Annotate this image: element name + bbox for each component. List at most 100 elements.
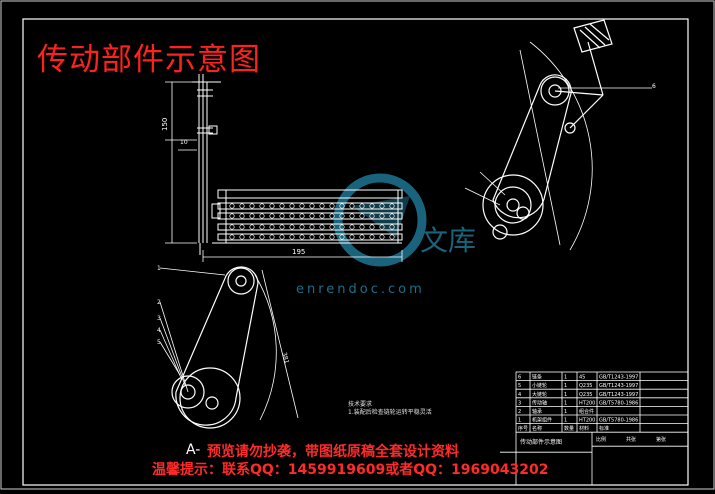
- rack-hole: [319, 203, 325, 209]
- rack-hole: [229, 203, 235, 209]
- lower-label-4: 4: [157, 327, 161, 334]
- rack-hole: [289, 234, 295, 240]
- rack-hole: [269, 203, 275, 209]
- rack-hole: [319, 213, 325, 219]
- title-block-cell: 1: [518, 418, 521, 424]
- rack-hole: [339, 224, 345, 230]
- rack-hole: [259, 234, 265, 240]
- rack-hole: [239, 234, 245, 240]
- title-block-cell: 大链轮: [532, 391, 547, 398]
- title-block-cell: HT200: [579, 418, 595, 424]
- title-block-cell: 数量: [564, 425, 574, 432]
- rack-hole: [359, 213, 365, 219]
- title-block-cell: 1: [564, 400, 567, 406]
- dimension-length: [202, 250, 403, 262]
- rack-hole: [349, 203, 355, 209]
- rack-hole: [389, 224, 395, 230]
- watermark-logo: 文库: [333, 173, 476, 267]
- rack-hole: [379, 234, 385, 240]
- title-block-cell: 1: [564, 392, 567, 398]
- dimension-small-value: 10: [180, 139, 188, 146]
- rack-hole: [309, 203, 315, 209]
- rack-hole: [319, 224, 325, 230]
- rack-hole: [239, 213, 245, 219]
- rack-hole: [249, 213, 255, 219]
- right-chain-leaders: [464, 41, 652, 251]
- lower-chain-drive: [171, 266, 259, 429]
- rack-holes: [229, 203, 395, 240]
- title-block-cell: GB/T5780-1986: [599, 418, 638, 424]
- right-chain-drive: [482, 19, 613, 240]
- title-block-cell: GB/T1243-1997: [599, 392, 638, 398]
- title-block-cell: Q235: [579, 383, 592, 389]
- rack-hole: [249, 234, 255, 240]
- rack-hole: [379, 224, 385, 230]
- rack-hole: [389, 213, 395, 219]
- title-block-cell: 1: [564, 418, 567, 424]
- rack-hole: [279, 203, 285, 209]
- lower-label-1: 1: [157, 265, 161, 272]
- rack-hole: [339, 234, 345, 240]
- rack-hole: [299, 234, 305, 240]
- title-block-cell: 传动轴: [532, 399, 547, 406]
- rack-hole: [229, 234, 235, 240]
- rack-hole: [369, 203, 375, 209]
- title-block-cell: 组合件: [579, 408, 594, 415]
- title-block-cell: 2: [518, 409, 521, 415]
- rack-hole: [229, 213, 235, 219]
- rack-hole: [389, 203, 395, 209]
- rack-hole: [299, 213, 305, 219]
- rack-hole: [389, 234, 395, 240]
- tech-requirements-item: 1.装配后检查链轮运转平稳灵活: [348, 409, 432, 416]
- title-block-cell: HT200: [579, 400, 595, 406]
- rack-hole: [299, 203, 305, 209]
- dimension-height: [165, 81, 197, 244]
- title-block-cell: GB/T5780-1986: [599, 400, 638, 406]
- title-block-cell: 轴承: [532, 408, 542, 415]
- title-block-cell: 45: [579, 375, 585, 381]
- rack-hole: [269, 234, 275, 240]
- title-block-cell: 标准: [599, 425, 609, 432]
- title-block-label: 第张: [656, 436, 666, 443]
- rack-hole: [349, 234, 355, 240]
- title-block-cell: 链条: [532, 374, 542, 381]
- view-label: A-: [186, 442, 201, 458]
- lower-label-3: 3: [157, 315, 161, 322]
- roller-rack: [211, 189, 403, 244]
- title-block-cell: 1: [564, 409, 567, 415]
- rack-hole: [369, 213, 375, 219]
- title-block-cell: GB/T1243-1997: [599, 375, 638, 381]
- chain-span-value: 381: [280, 352, 290, 365]
- lower-label-5: 5: [157, 339, 161, 346]
- title-block-cell: 1: [564, 383, 567, 389]
- title-block-label: 共张: [626, 436, 636, 443]
- rack-hole: [309, 224, 315, 230]
- rack-hole: [309, 234, 315, 240]
- rack-hole: [379, 213, 385, 219]
- rack-hole: [279, 234, 285, 240]
- rack-hole: [319, 234, 325, 240]
- title-block-cell: Q235: [579, 392, 592, 398]
- rack-hole: [359, 224, 365, 230]
- title-block-cell: 4: [518, 392, 521, 398]
- contact-note: 温馨提示：联系QQ：1459919609或者QQ：1969043202: [152, 462, 549, 478]
- title-block-cell: 序号: [518, 425, 528, 432]
- dimension-height-value: 150: [161, 118, 169, 131]
- title-block-cell: 1: [564, 375, 567, 381]
- rack-hole: [249, 224, 255, 230]
- rack-hole: [299, 224, 305, 230]
- tech-requirements-title: 技术要求: [348, 401, 373, 408]
- rack-hole: [239, 224, 245, 230]
- rack-hole: [279, 213, 285, 219]
- rack-hole: [289, 224, 295, 230]
- rack-hole: [329, 234, 335, 240]
- title-block-cell: 小链轮: [532, 382, 547, 389]
- rack-hole: [289, 213, 295, 219]
- rack-hole: [369, 234, 375, 240]
- title-block-cell: 6: [518, 375, 521, 381]
- rack-hole: [339, 203, 345, 209]
- rack-hole: [269, 213, 275, 219]
